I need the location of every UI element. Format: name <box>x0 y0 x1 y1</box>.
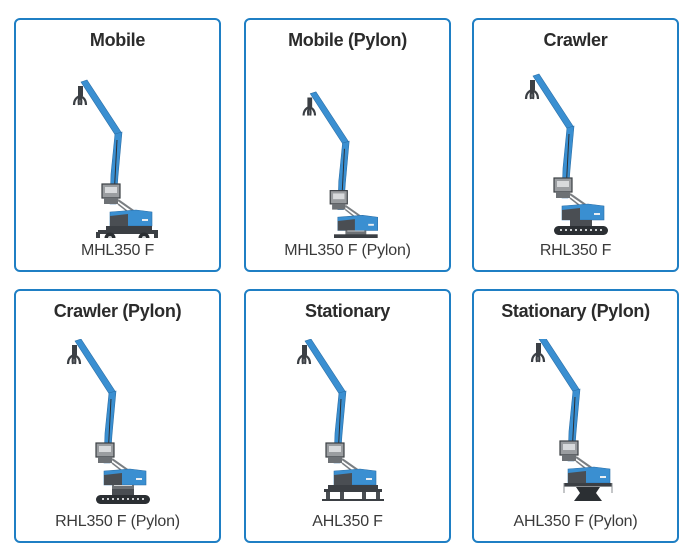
stationary-crane-icon <box>296 339 384 501</box>
crawler-pylon-crane-icon <box>66 339 150 504</box>
machine-card-crawler-pylon[interactable]: Crawler (Pylon) RHL350 F (Pylon) <box>14 289 221 543</box>
stationary-pylon-crane-icon <box>530 339 612 502</box>
machine-card-stationary[interactable]: Stationary AHL350 F <box>244 289 451 543</box>
crawler-crane-icon <box>524 72 608 235</box>
model-name: MHL350 F <box>80 242 155 259</box>
machine-card-stationary-pylon[interactable]: Stationary (Pylon) AHL350 F (Pylon) <box>472 289 679 543</box>
card-title: Mobile <box>89 30 146 50</box>
mobile-harbor-crane-icon <box>72 78 158 238</box>
model-name: RHL350 F (Pylon) <box>55 513 180 530</box>
model-name: MHL350 F (Pylon) <box>284 242 411 259</box>
model-name: AHL350 F <box>312 513 383 530</box>
card-title: Stationary (Pylon) <box>501 301 650 321</box>
card-title: Mobile (Pylon) <box>288 30 407 50</box>
machine-card-mobile[interactable]: Mobile MHL350 F <box>14 18 221 272</box>
card-title: Crawler <box>543 30 608 50</box>
card-title: Stationary <box>304 301 391 321</box>
machine-card-mobile-pylon[interactable]: Mobile (Pylon) MHL350 F (Pylon) <box>244 18 451 272</box>
model-name: AHL350 F (Pylon) <box>513 513 638 530</box>
machine-card-crawler[interactable]: Crawler RHL350 F <box>472 18 679 272</box>
card-title: Crawler (Pylon) <box>53 301 182 321</box>
model-name: RHL350 F <box>539 242 612 259</box>
mobile-pylon-crane-icon <box>302 90 383 238</box>
